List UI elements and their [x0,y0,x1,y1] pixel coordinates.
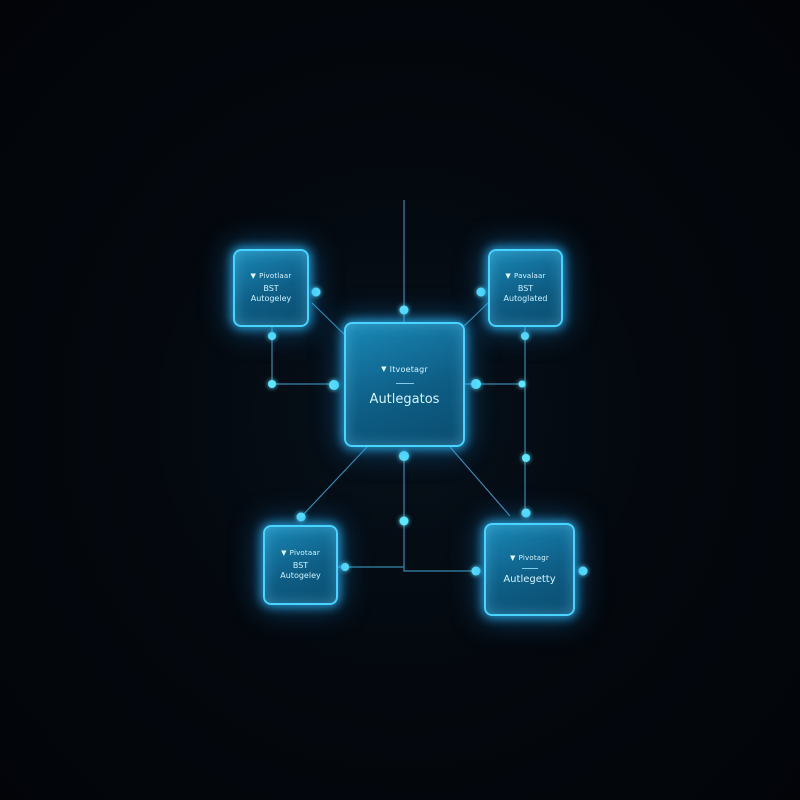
connector-dot [521,508,531,518]
shield-icon: ▼ [281,549,287,557]
connector-dot [476,287,486,297]
node-line1: BST [292,561,309,570]
connector-dot [341,563,349,571]
node-main-label: Autlegatos [369,391,440,407]
node-line2: Autogeley [280,571,321,580]
node-header: ▼ Pivotagr [510,554,549,562]
wire-center-down [403,457,476,572]
node-top-right[interactable]: ▼ Pavalaar BST Autoglated [488,249,563,327]
node-line1: BST [263,284,279,293]
shield-icon: ▼ [505,272,511,280]
divider [521,568,538,569]
node-main-label: Autlegetty [503,574,556,585]
node-header: ▼ Pivotlaar [251,272,292,280]
connector-dot [399,451,409,461]
connector-dot [518,380,526,388]
node-center[interactable]: ▼ Itvoetagr Autlegatos [344,322,465,447]
connector-dot [268,332,276,340]
wire-tl-down-right [271,326,334,385]
node-line2: Autoglated [503,294,548,303]
shield-icon: ▼ [510,554,516,562]
connector-dot [311,287,321,297]
node-line2: Autogeley [250,294,292,303]
connector-dot [521,332,529,340]
connector-dot [471,566,481,576]
connector-dot [329,380,339,390]
connector-dot [268,380,276,388]
node-header-label: Itvoetagr [389,364,428,374]
wire-tl-to-center [311,302,347,337]
wire-tr-to-center [463,302,489,327]
shield-icon: ▼ [250,272,257,280]
node-header: ▼ Itvoetagr [381,365,428,374]
node-header-label: Pivotagr [518,554,549,562]
node-bottom-left[interactable]: ▼ Pivotaar BST Autogeley [263,525,338,605]
node-top-left[interactable]: ▼ Pivotlaar BST Autogeley [233,249,309,327]
node-header: ▼ Pavalaar [505,272,545,280]
node-line1: BST [517,284,534,293]
node-header: ▼ Pivotaar [281,549,320,557]
wire-center-to-br [449,446,511,517]
node-header-label: Pivotaar [289,549,320,557]
connector-dot [522,454,530,462]
node-header-label: Pavalaar [513,272,546,280]
connector-dot [296,512,306,522]
connector-dot [578,566,588,576]
divider [395,382,414,384]
node-bottom-right[interactable]: ▼ Pivotagr Autlegetty [484,523,575,616]
connector-dot [471,379,481,389]
node-header-label: Pivotlaar [259,272,292,280]
shield-icon: ▼ [381,365,387,373]
connector-dot [399,305,409,315]
connector-dot [399,516,409,526]
wire-center-to-bl [300,446,368,518]
